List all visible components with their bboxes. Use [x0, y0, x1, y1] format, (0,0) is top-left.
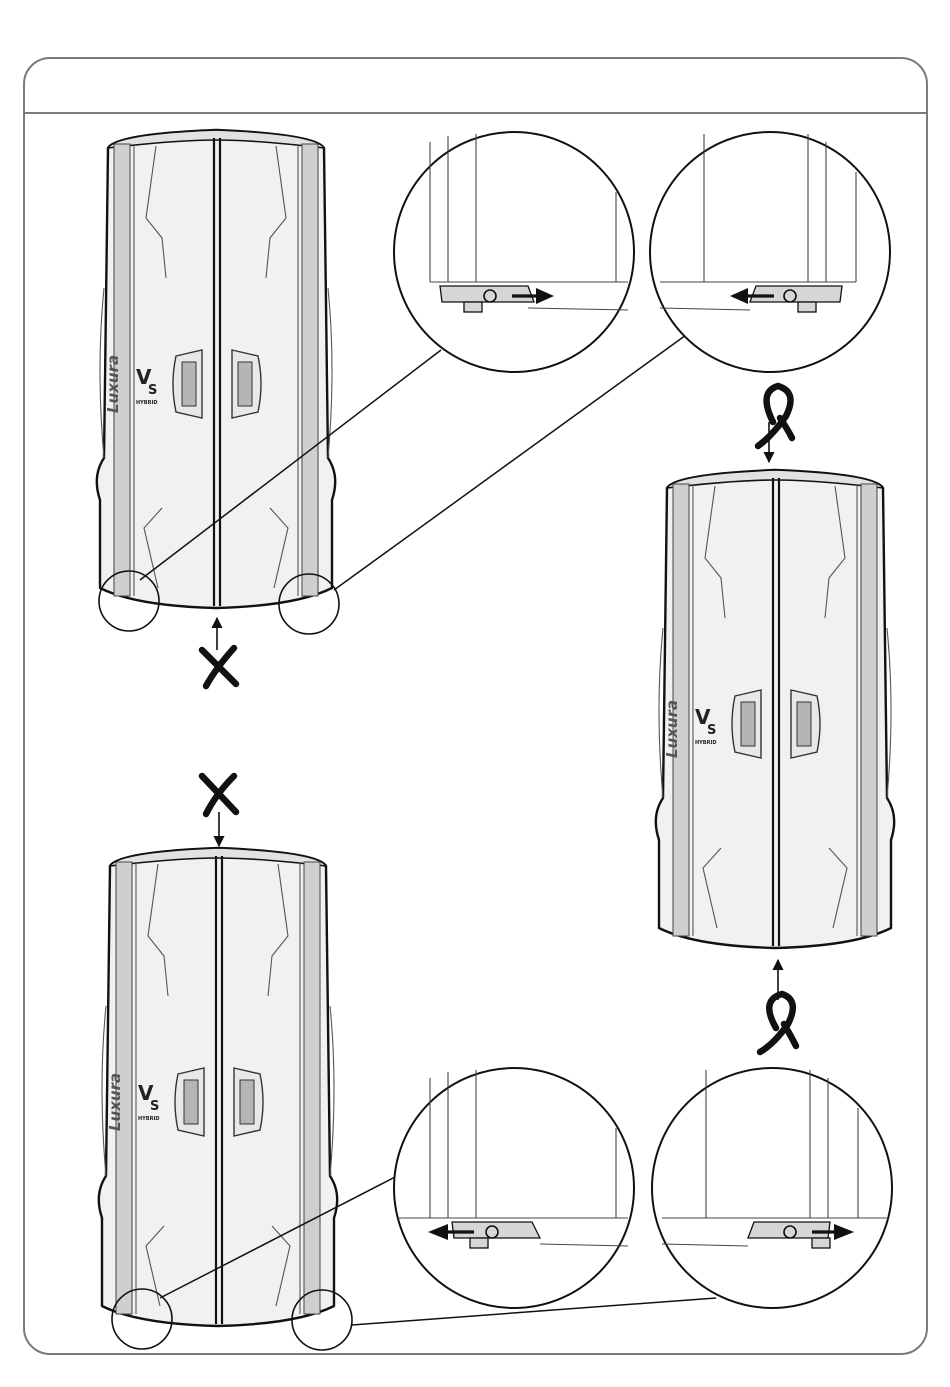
- detail-bottom-right-foot: [652, 1068, 892, 1308]
- booth-right: Luxura V S HYBRID: [656, 470, 894, 948]
- correct-mark-icon: [758, 386, 792, 446]
- model-logo-small: HYBRID: [695, 740, 716, 746]
- wrong-mark-icon: [202, 648, 236, 686]
- leader-line: [334, 335, 686, 590]
- wrong-mark-icon: [202, 776, 236, 814]
- correct-mark-icon: [760, 994, 796, 1052]
- model-logo-sub: S: [148, 383, 157, 398]
- detail-top-left-foot: [394, 132, 634, 372]
- booth-top-left: Luxura V S HYBRID: [97, 130, 335, 608]
- model-logo-small: HYBRID: [136, 400, 157, 406]
- model-logo-small: HYBRID: [138, 1116, 159, 1122]
- detail-top-right-foot: [650, 132, 890, 372]
- brand-logo: Luxura: [106, 1073, 124, 1131]
- detail-bottom-left-foot: [394, 1068, 634, 1308]
- brand-logo: Luxura: [104, 355, 122, 413]
- booth-bottom-left: Luxura V S HYBRID: [99, 848, 337, 1326]
- model-logo-sub: S: [150, 1099, 159, 1114]
- model-logo-sub: S: [707, 723, 716, 738]
- brand-logo: Luxura: [663, 700, 681, 758]
